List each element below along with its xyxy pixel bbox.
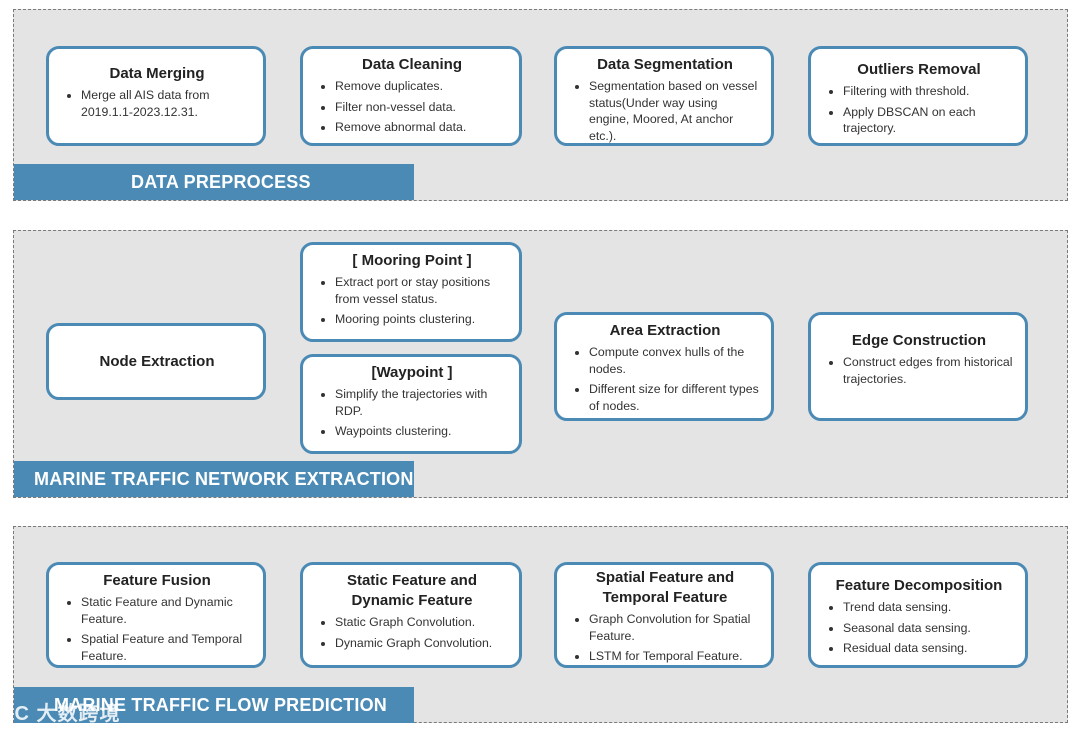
box-bullets: Remove duplicates. Filter non-vessel dat… [317,78,507,136]
watermark-logo: IC 大数跨境 [8,703,121,725]
section-banner: MARINE TRAFFIC FLOW PREDICTION [14,687,414,723]
box-title: Data Segmentation [597,56,733,73]
box-node-extraction: Node Extraction [46,323,266,400]
bullet-item: Construct edges from historical trajecto… [843,354,1013,387]
box-data-cleaning: Data Cleaning Remove duplicates. Filter … [300,46,522,146]
box-title: Static Feature and Dynamic Feature [346,572,478,609]
bullet-item: Remove abnormal data. [335,119,507,136]
box-waypoint: [Waypoint ] Simplify the trajectories wi… [300,354,522,454]
box-bullets: Simplify the trajectories with RDP. Wayp… [317,386,507,440]
box-data-merging: Data Merging Merge all AIS data from 201… [46,46,266,146]
bullet-item: Extract port or stay positions from vess… [335,274,507,307]
bullet-item: Different size for different types of no… [589,381,759,414]
box-feature-fusion: Feature Fusion Static Feature and Dynami… [46,562,266,668]
box-bullets: Static Graph Convolution. Dynamic Graph … [317,614,507,651]
bullet-item: Segmentation based on vessel status(Unde… [589,78,759,144]
box-bullets: Trend data sensing. Seasonal data sensin… [825,599,1013,657]
section-network-extraction: Node Extraction [ Mooring Point ] Extrac… [13,230,1068,498]
box-bullets: Compute convex hulls of the nodes. Diffe… [571,344,759,414]
bullet-item: LSTM for Temporal Feature. [589,648,759,665]
box-title: Outliers Removal [857,61,981,78]
bullet-item: Filter non-vessel data. [335,99,507,116]
bullet-item: Dynamic Graph Convolution. [335,635,507,652]
bullet-item: Graph Convolution for Spatial Feature. [589,611,759,644]
bullet-item: Spatial Feature and Temporal Feature. [81,631,251,664]
box-mooring-point: [ Mooring Point ] Extract port or stay p… [300,242,522,342]
box-data-segmentation: Data Segmentation Segmentation based on … [554,46,774,146]
box-spatial-temporal: Spatial Feature and Temporal Feature Gra… [554,562,774,668]
box-bullets: Static Feature and Dynamic Feature. Spat… [63,594,251,664]
box-area-extraction: Area Extraction Compute convex hulls of … [554,312,774,421]
box-title: Feature Decomposition [835,577,1003,594]
bullet-item: Static Graph Convolution. [335,614,507,631]
box-title: Node Extraction [99,352,215,370]
box-title: Edge Construction [851,332,987,349]
bullet-item: Waypoints clustering. [335,423,507,440]
box-edge-construction: Edge Construction Construct edges from h… [808,312,1028,421]
bullet-item: Merge all AIS data from 2019.1.1-2023.12… [81,87,251,120]
box-title: Data Merging [109,65,205,82]
section-banner: DATA PREPROCESS [14,164,414,200]
section-banner: MARINE TRAFFIC NETWORK EXTRACTION [14,461,414,497]
box-title: [ Mooring Point ] [352,252,472,269]
box-bullets: Construct edges from historical trajecto… [825,354,1013,387]
bullet-item: Filtering with threshold. [843,83,1013,100]
box-title: Spatial Feature and Temporal Feature [595,569,735,606]
section-data-preprocess: Data Merging Merge all AIS data from 201… [13,9,1068,201]
bullet-item: Mooring points clustering. [335,311,507,328]
bullet-item: Static Feature and Dynamic Feature. [81,594,251,627]
box-title: Data Cleaning [361,56,463,73]
section-flow-prediction: Feature Fusion Static Feature and Dynami… [13,526,1068,723]
box-bullets: Extract port or stay positions from vess… [317,274,507,328]
banner-label: MARINE TRAFFIC FLOW PREDICTION [54,694,387,715]
bullet-item: Remove duplicates. [335,78,507,95]
bullet-item: Compute convex hulls of the nodes. [589,344,759,377]
box-title: [Waypoint ] [371,364,453,381]
box-static-dynamic: Static Feature and Dynamic Feature Stati… [300,562,522,668]
box-title: Feature Fusion [103,572,211,589]
box-outliers-removal: Outliers Removal Filtering with threshol… [808,46,1028,146]
bullet-item: Trend data sensing. [843,599,1013,616]
bullet-item: Seasonal data sensing. [843,620,1013,637]
box-bullets: Merge all AIS data from 2019.1.1-2023.12… [63,87,251,120]
box-feature-decomposition: Feature Decomposition Trend data sensing… [808,562,1028,668]
box-title: Area Extraction [609,322,721,339]
bullet-item: Apply DBSCAN on each trajectory. [843,104,1013,137]
box-bullets: Graph Convolution for Spatial Feature. L… [571,611,759,665]
bullet-item: Simplify the trajectories with RDP. [335,386,507,419]
bullet-item: Residual data sensing. [843,640,1013,657]
box-bullets: Filtering with threshold. Apply DBSCAN o… [825,83,1013,137]
banner-label: MARINE TRAFFIC NETWORK EXTRACTION [34,468,414,489]
box-bullets: Segmentation based on vessel status(Unde… [571,78,759,144]
banner-label: DATA PREPROCESS [131,171,311,192]
